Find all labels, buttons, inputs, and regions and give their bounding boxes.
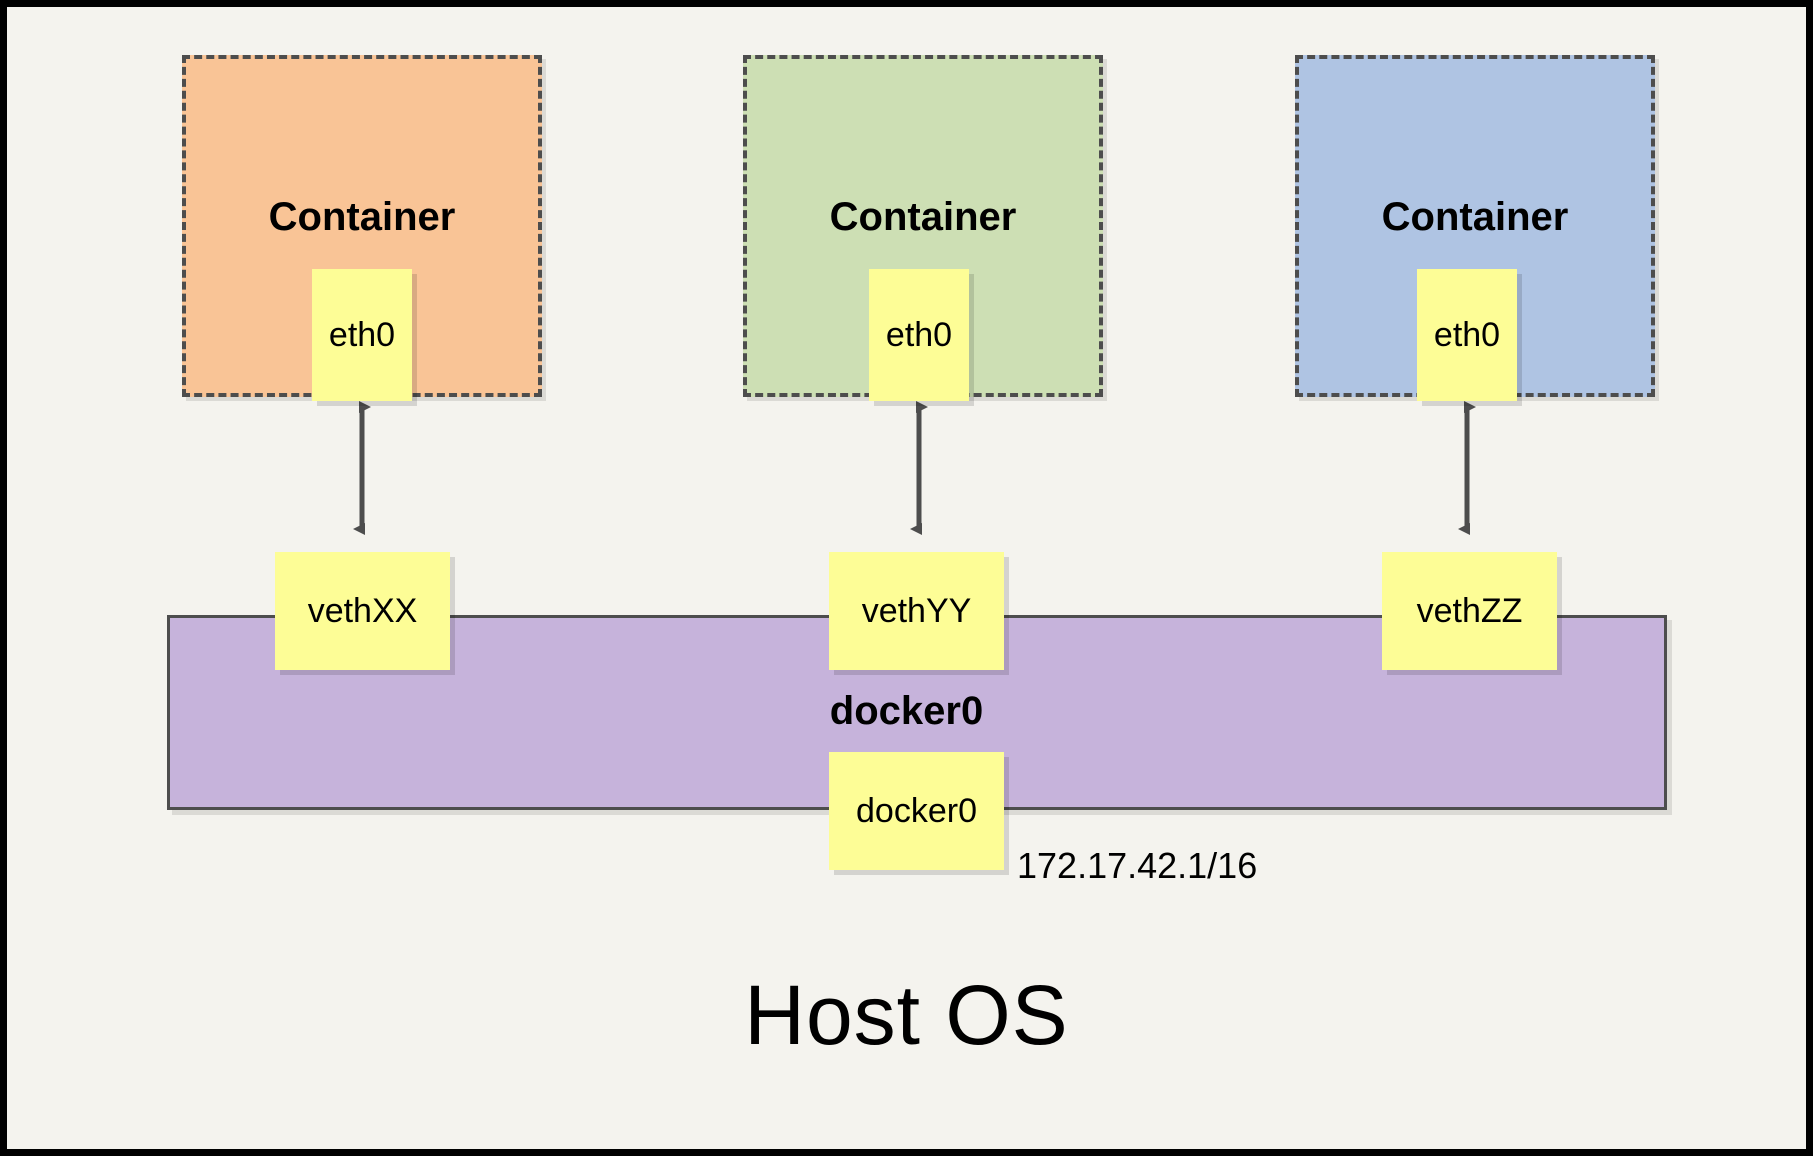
veth-box-3: vethZZ [1382,552,1557,670]
docker0-ip-label: 172.17.42.1/16 [1017,845,1258,886]
eth0-box-3: eth0 [1417,269,1517,401]
docker0-interface-box: docker0 [829,752,1004,870]
container-title-2: Container [829,195,1017,239]
veth-box-2: vethYY [829,552,1004,670]
veth-box-1: vethXX [275,552,450,670]
eth0-box-2: eth0 [869,269,969,401]
diagram-canvas: Container eth0 Container eth0 Container … [7,7,1806,1149]
arrow-container-3 [1458,401,1476,535]
docker0-bridge-title: docker0 [829,689,984,733]
host-os-label: Host OS [744,968,1069,1062]
container-title-1: Container [268,195,456,239]
container-title-3: Container [1381,195,1569,239]
arrow-container-2 [910,401,928,535]
eth0-box-1: eth0 [312,269,412,401]
arrow-container-1 [353,401,371,535]
